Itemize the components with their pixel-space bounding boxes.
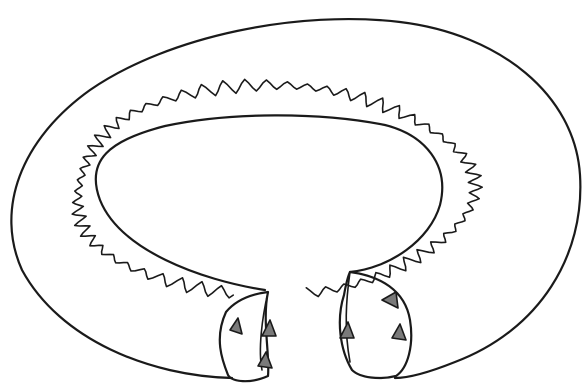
outer-boundary	[11, 19, 580, 378]
wavy-boundary	[72, 79, 482, 298]
arrow-icon	[340, 322, 354, 338]
arrow-icon	[230, 318, 242, 334]
arrow-icon	[262, 320, 276, 336]
inner-hole-boundary	[96, 115, 442, 290]
arrow-icon	[392, 324, 406, 340]
arrow-icon	[382, 292, 398, 308]
